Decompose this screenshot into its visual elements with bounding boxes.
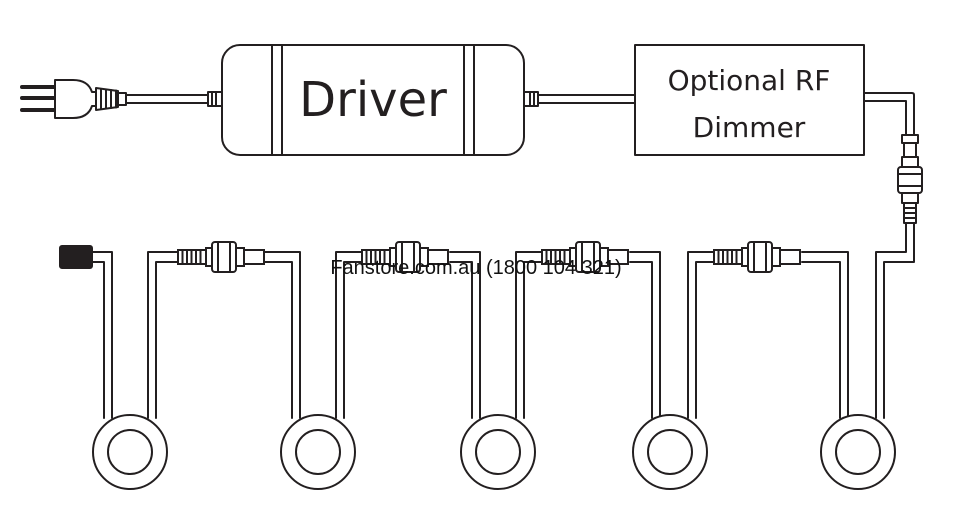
driver-label: Driver [299, 72, 447, 128]
dimmer-output-cable [863, 92, 915, 141]
feed-cable [875, 222, 915, 419]
downlight-icon [632, 414, 708, 490]
cable-connector-icon [713, 241, 801, 273]
dimmer-label-line1: Optional RF [668, 64, 831, 97]
light-cables [91, 251, 849, 419]
downlight-icon [280, 414, 356, 490]
cable-connector-icon [361, 241, 449, 273]
downlight-icon [460, 414, 536, 490]
mains-cable [125, 94, 209, 104]
driver-box [207, 44, 539, 156]
dimmer-label-line2: Dimmer [693, 111, 806, 144]
cable-connector-icon [177, 241, 265, 273]
dimmer-box [634, 44, 865, 156]
dimmer-connector-icon [897, 134, 923, 224]
power-plug-icon [20, 79, 127, 119]
driver-dimmer-cable [537, 94, 636, 104]
end-cap-icon [59, 245, 93, 269]
cable-connector-icon [541, 241, 629, 273]
watermark: Fanstore.com.au (1800 104 321) [330, 257, 621, 279]
downlight-icon [92, 414, 168, 490]
downlight-icon [820, 414, 896, 490]
